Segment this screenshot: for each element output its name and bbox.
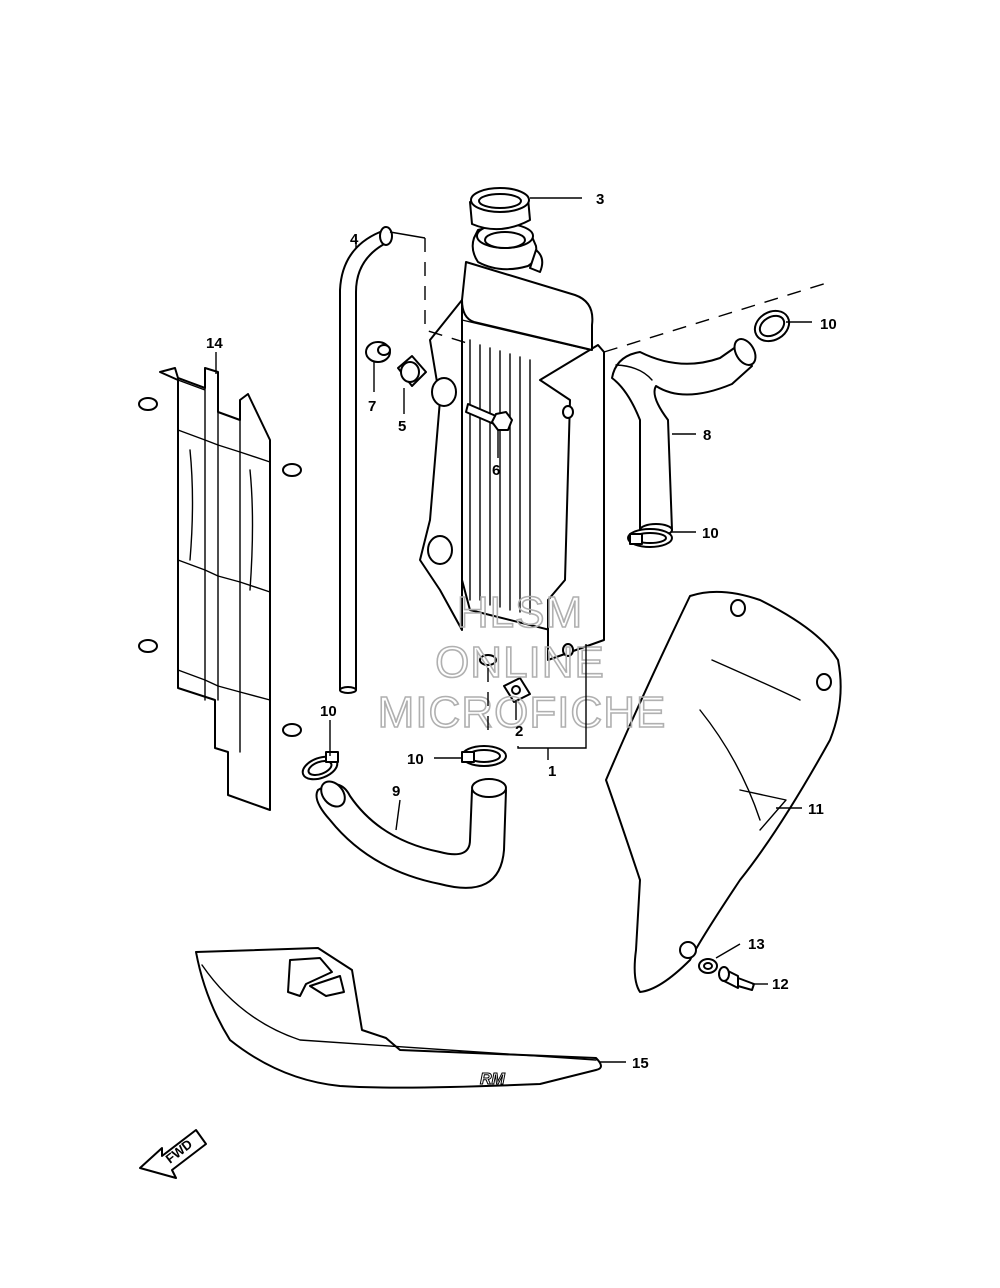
callout-11: 11 — [808, 801, 824, 818]
watermark-line-3: MICROFICHE — [378, 688, 667, 737]
bolt-part-12 — [718, 966, 755, 991]
lower-hose-part — [315, 778, 507, 889]
washer-part-13 — [698, 958, 718, 974]
callout-numbers: 3 4 10 14 7 5 8 6 10 10 2 10 1 9 11 13 1… — [206, 191, 837, 1072]
callout-14: 14 — [206, 335, 223, 352]
bolt-part-6 — [465, 403, 513, 431]
rm-emblem: RM — [480, 1071, 506, 1088]
callout-3: 3 — [596, 191, 604, 208]
callout-13: 13 — [748, 936, 765, 953]
radiator-louver-part — [138, 367, 302, 811]
hose-clamp-part-10-center — [461, 745, 507, 767]
callout-12: 12 — [772, 976, 789, 993]
watermark-line-1: HLSM — [457, 588, 583, 637]
callout-4: 4 — [350, 231, 359, 248]
watermark: HLSM ONLINE MICROFICHE — [377, 587, 667, 738]
callout-10-left: 10 — [320, 703, 337, 720]
radiator-part — [419, 223, 605, 661]
callout-10-top: 10 — [820, 316, 837, 333]
watermark-line-2: ONLINE — [435, 638, 605, 687]
cushion-part-5 — [397, 355, 427, 387]
grommet-part-7 — [365, 341, 391, 363]
callout-1: 1 — [548, 763, 556, 780]
callout-9: 9 — [392, 783, 400, 800]
callout-10-right: 10 — [702, 525, 719, 542]
forward-arrow: FWD — [139, 1129, 207, 1179]
upper-hose-part — [611, 338, 757, 537]
callout-10-center: 10 — [407, 751, 424, 768]
callout-15: 15 — [632, 1055, 649, 1072]
callout-8: 8 — [703, 427, 711, 444]
clip-nut-part-2 — [479, 654, 531, 703]
callout-2: 2 — [515, 723, 523, 740]
overflow-tube-part — [339, 226, 393, 694]
leader-lines — [215, 197, 812, 1063]
hose-clamp-part-10-top — [753, 309, 791, 343]
radiator-cap-part — [469, 187, 531, 231]
callout-6: 6 — [492, 462, 500, 479]
radiator-shroud-part — [605, 590, 842, 993]
hose-clamp-part-10-left — [301, 751, 339, 781]
hose-clamp-part-10-right — [627, 528, 673, 548]
callout-5: 5 — [398, 418, 406, 435]
shroud-cover-part: RM — [195, 947, 602, 1089]
callout-7: 7 — [368, 398, 376, 415]
